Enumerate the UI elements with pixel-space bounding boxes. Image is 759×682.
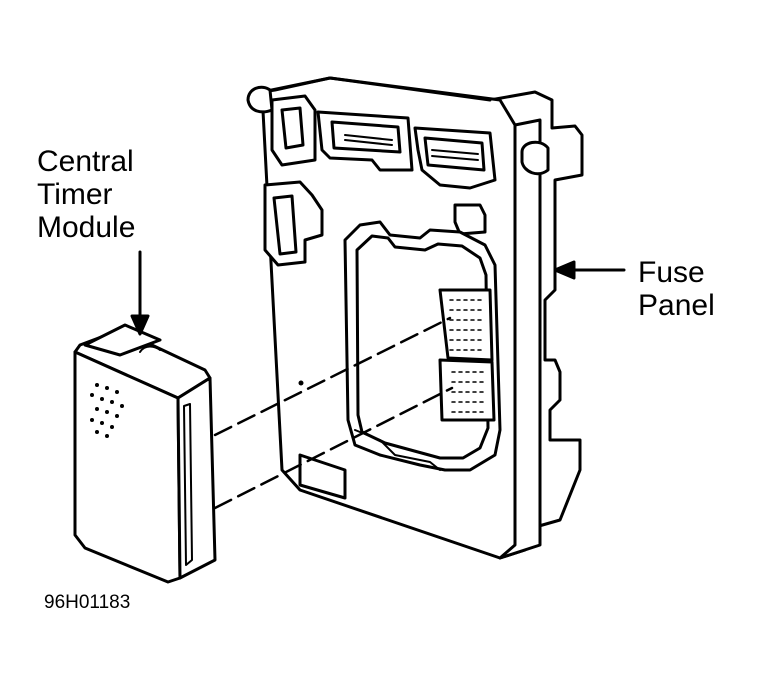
fuse-panel-label: Fuse Panel bbox=[638, 258, 715, 321]
label-line-module: Module bbox=[37, 211, 136, 244]
central-timer-module-drawing bbox=[73, 323, 217, 584]
label-line-fuse: Fuse bbox=[638, 256, 705, 289]
label-line-panel: Panel bbox=[638, 289, 715, 322]
figure-id: 96H01183 bbox=[44, 592, 131, 613]
label-line-timer: Timer bbox=[37, 178, 113, 211]
alignment-lines bbox=[213, 316, 454, 510]
label-line-central: Central bbox=[37, 145, 134, 178]
central-timer-module-arrow bbox=[130, 250, 150, 336]
fuse-panel-drawing bbox=[246, 76, 584, 560]
fuse-panel-arrow bbox=[553, 260, 626, 280]
central-timer-module-label: Central Timer Module bbox=[37, 147, 135, 243]
